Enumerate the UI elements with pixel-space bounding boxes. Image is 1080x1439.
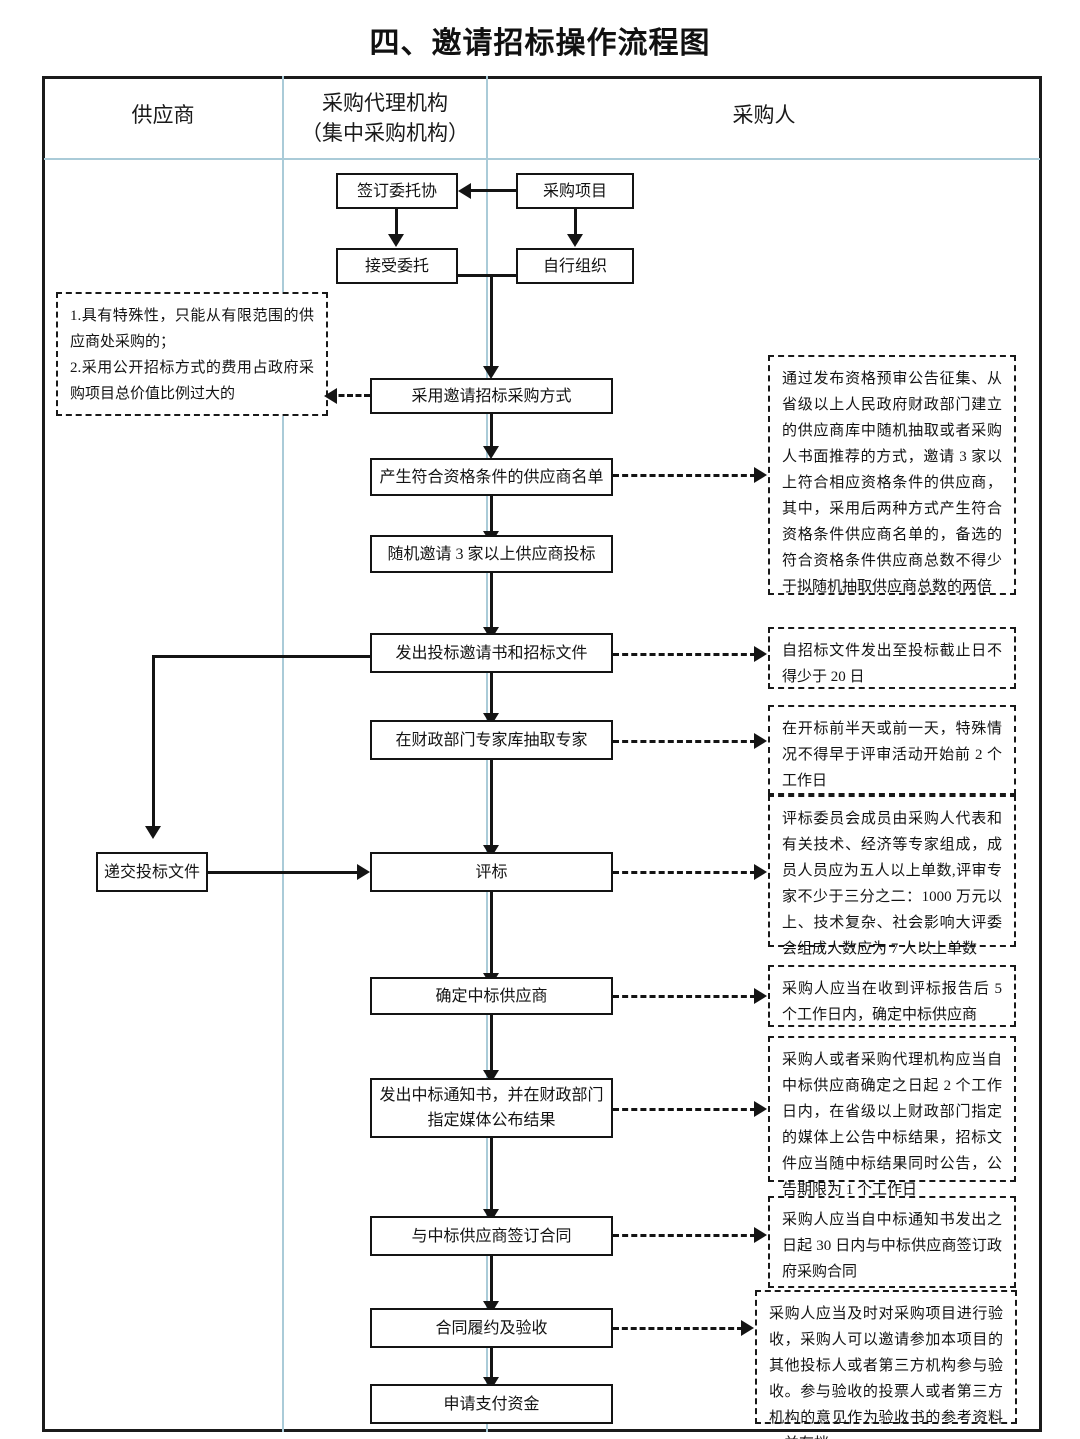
- connector-submit-to-evaluation: [208, 871, 358, 874]
- node-issue-invitation-docs[interactable]: 发出投标邀请书和招标文件: [370, 633, 613, 673]
- connector-issue-to-experts: [490, 673, 493, 719]
- node-issue-award-notice[interactable]: 发出中标通知书，并在财政部门指定媒体公布结果: [370, 1078, 613, 1138]
- connector-performance-to-payment: [490, 1348, 493, 1384]
- connector-merge-bus: [458, 274, 518, 277]
- column-header-supplier: 供应商: [131, 103, 195, 127]
- arrowhead-winner-to-note: [754, 988, 767, 1004]
- node-invite-three-suppliers[interactable]: 随机邀请 3 家以上供应商投标: [370, 535, 613, 573]
- column-header-agency-line2: （集中采购机构）: [301, 121, 469, 145]
- note-conditions-line1: 1.具有特殊性，只能从有限范围的供应商处采购的；: [70, 308, 314, 350]
- connector-invite-to-issue: [490, 573, 493, 633]
- connector-project-to-self: [574, 209, 577, 235]
- connector-notice-to-note: [613, 1108, 756, 1111]
- connector-evaluation-to-winner: [490, 892, 493, 980]
- column-header-purchaser: 采购人: [732, 103, 796, 127]
- node-qualified-supplier-list[interactable]: 产生符合资格条件的供应商名单: [370, 458, 613, 496]
- arrowhead-list-to-note: [754, 467, 767, 483]
- connector-list-to-note: [613, 474, 756, 477]
- node-adopt-invited-bidding[interactable]: 采用邀请招标采购方式: [370, 378, 613, 414]
- connector-experts-to-evaluation: [490, 760, 493, 852]
- connector-contract-to-note: [613, 1234, 756, 1237]
- arrowhead-sign-to-accept: [388, 234, 404, 247]
- note-conditions-line2: 2.采用公开招标方式的费用占政府采购项目总价值比例过大的: [70, 360, 314, 402]
- connector-issue-to-submit-v: [152, 655, 155, 831]
- note-announce-rule: 采购人或者采购代理机构应当自中标供应商确定之日起 2 个工作日内，在省级以上财政…: [768, 1036, 1016, 1198]
- node-determine-winner[interactable]: 确定中标供应商: [370, 977, 613, 1015]
- connector-issue-to-submit-h: [152, 655, 372, 658]
- connector-winner-to-notice: [490, 1015, 493, 1077]
- connector-issue-to-note: [613, 653, 756, 656]
- node-procurement-project[interactable]: 采购项目: [516, 173, 634, 209]
- arrowhead-merge-down: [483, 366, 499, 379]
- connector-sign-to-accept: [395, 209, 398, 235]
- connector-evaluation-to-note: [613, 871, 756, 874]
- node-submit-bid-docs[interactable]: 递交投标文件: [96, 852, 208, 892]
- arrowhead-project-to-sign: [458, 183, 471, 199]
- column-divider-1: [282, 76, 284, 1432]
- connector-performance-to-note: [613, 1327, 743, 1330]
- note-determine-winner-rule: 采购人应当在收到评标报告后 5 个工作日内，确定中标供应商: [768, 965, 1016, 1027]
- node-bid-evaluation[interactable]: 评标: [370, 852, 613, 892]
- node-sign-entrust[interactable]: 签订委托协: [336, 173, 458, 209]
- page-title: 四、邀请招标操作流程图: [369, 27, 711, 60]
- connector-contract-to-performance: [490, 1256, 493, 1308]
- node-accept-entrust[interactable]: 接受委托: [336, 248, 458, 284]
- note-acceptance-rule: 采购人应当及时对采购项目进行验收，采购人可以邀请参加本项目的其他投标人或者第三方…: [755, 1290, 1017, 1439]
- note-committee-rule: 评标委员会成员由采购人代表和有关技术、经济等专家组成，成员人员应为五人以上单数,…: [768, 795, 1016, 957]
- node-draw-experts[interactable]: 在财政部门专家库抽取专家: [370, 720, 613, 760]
- connector-adopt-to-list: [490, 414, 493, 449]
- connector-project-to-sign: [470, 189, 516, 192]
- arrowhead-experts-to-note: [754, 733, 767, 749]
- connector-winner-to-note: [613, 995, 756, 998]
- arrowhead-issue-to-note: [754, 646, 767, 662]
- node-self-organize[interactable]: 自行组织: [516, 248, 634, 284]
- arrowhead-evaluation-to-note: [754, 864, 767, 880]
- note-expert-draw-rule: 在开标前半天或前一天，特殊情况不得早于评审活动开始前 2 个工作日: [768, 705, 1016, 795]
- chart-frame: [42, 76, 1042, 1432]
- note-contract-rule: 采购人应当自中标通知书发出之日起 30 日内与中标供应商签订政府采购合同: [768, 1196, 1016, 1288]
- arrowhead-contract-to-note: [754, 1227, 767, 1243]
- connector-notice-to-contract: [490, 1138, 493, 1216]
- arrowhead-adopt-to-list: [483, 446, 499, 459]
- node-apply-payment[interactable]: 申请支付资金: [370, 1384, 613, 1424]
- column-header-agency: 采购代理机构 （集中采购机构）: [284, 88, 486, 148]
- arrowhead-notice-to-note: [754, 1101, 767, 1117]
- header-separator: [44, 158, 1040, 160]
- arrowhead-submit-to-evaluation: [357, 864, 370, 880]
- connector-list-to-invite: [490, 496, 493, 534]
- column-header-agency-line1: 采购代理机构: [322, 91, 448, 115]
- arrowhead-issue-to-submit: [145, 826, 161, 839]
- arrowhead-performance-to-note: [741, 1320, 754, 1336]
- connector-adopt-to-conditions: [330, 394, 370, 397]
- note-qualified-list-rule: 通过发布资格预审公告征集、从省级以上人民政府财政部门建立的供应商库中随机抽取或者…: [768, 355, 1016, 595]
- node-sign-contract[interactable]: 与中标供应商签订合同: [370, 1216, 613, 1256]
- note-bid-deadline-rule: 自招标文件发出至投标截止日不得少于 20 日: [768, 627, 1016, 689]
- arrowhead-project-to-self: [567, 234, 583, 247]
- note-conditions: 1.具有特殊性，只能从有限范围的供应商处采购的； 2.采用公开招标方式的费用占政…: [56, 292, 328, 416]
- node-contract-performance[interactable]: 合同履约及验收: [370, 1308, 613, 1348]
- connector-merge-down: [490, 274, 493, 374]
- arrowhead-adopt-to-conditions: [324, 388, 337, 404]
- connector-experts-to-note: [613, 740, 756, 743]
